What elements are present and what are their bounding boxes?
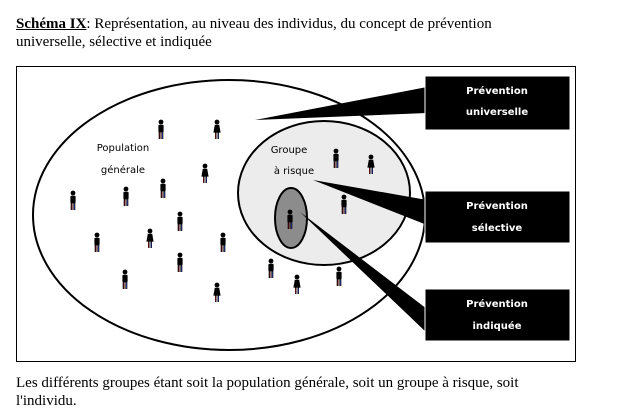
population-label-line1: Population bbox=[97, 143, 150, 154]
callout-universal-line2: universelle bbox=[466, 107, 528, 118]
callout-pointer-universal bbox=[255, 87, 427, 120]
callout-selective-line1: Prévention bbox=[466, 200, 528, 212]
callout-selective: Prévention sélective bbox=[424, 190, 571, 244]
callout-indicated: Prévention indiquée bbox=[424, 288, 571, 342]
callout-universal-line1: Prévention bbox=[466, 85, 528, 97]
prevention-diagram: Prévention universelle Prévention sélect… bbox=[16, 66, 576, 362]
callout-indicated-line2: indiquée bbox=[473, 320, 522, 332]
diagram-canvas: Prévention universelle Prévention sélect… bbox=[32, 75, 571, 351]
schema-caption: Schéma IX: Représentation, au niveau des… bbox=[16, 15, 606, 51]
caption-line-2: universelle, sélective et indiquée bbox=[16, 34, 212, 50]
callout-universal: Prévention universelle bbox=[424, 75, 571, 131]
callout-pointer-indicated bbox=[300, 212, 427, 333]
footer-line-1: Les différents groupes étant soit la pop… bbox=[16, 375, 519, 391]
schema-heading: Schéma IX bbox=[16, 16, 87, 32]
footer-line-2: l'individu. bbox=[16, 393, 77, 409]
callout-selective-line2: sélective bbox=[472, 222, 523, 234]
callout-indicated-line1: Prévention bbox=[466, 298, 528, 310]
population-label-line2: générale bbox=[101, 164, 145, 176]
risk-group-label-line1: Groupe bbox=[271, 145, 308, 156]
caption-line-1: : Représentation, au niveau des individu… bbox=[86, 16, 492, 32]
callout-pointer-selective bbox=[313, 180, 427, 225]
risk-group-label-line2: à risque bbox=[274, 165, 314, 177]
footer-text: Les différents groupes étant soit la pop… bbox=[16, 374, 606, 410]
